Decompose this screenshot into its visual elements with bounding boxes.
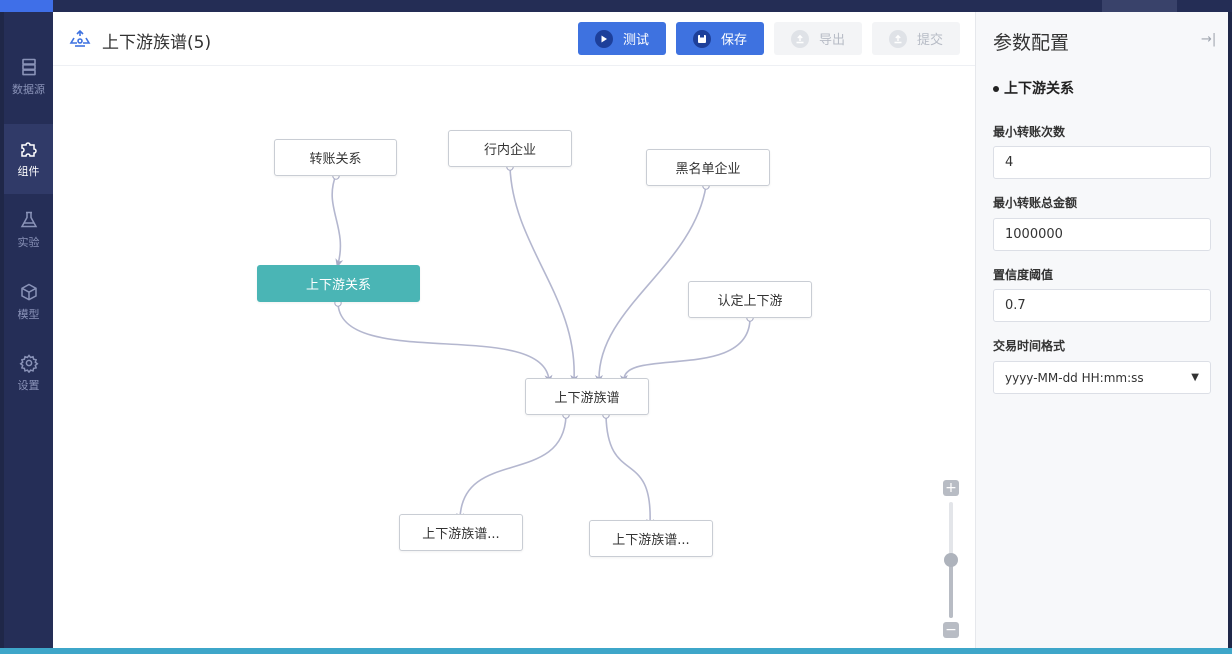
section-title: 上下游关系 [993, 78, 1074, 98]
toolbar: 上下游族谱(5) 测试 保存 导出 提交 [53, 12, 975, 66]
node-label: 黑名单企业 [675, 162, 741, 177]
save-button[interactable]: 保存 [676, 22, 764, 55]
zoom-out-button[interactable]: − [943, 622, 959, 638]
node-label: 上下游族谱... [422, 527, 500, 542]
edge-family-to-out2 [605, 415, 655, 528]
sidebar-item-settings[interactable]: 设置 [4, 338, 53, 408]
collapse-panel-icon[interactable]: →| [1201, 32, 1217, 47]
puzzle-icon [19, 139, 39, 159]
page-title: 上下游族谱(5) [102, 33, 212, 53]
node-updown-relation[interactable]: 上下游关系 [257, 265, 420, 302]
sidebar-item-label: 数据源 [12, 83, 45, 96]
submit-button[interactable]: 提交 [872, 22, 960, 55]
sidebar-item-datasource[interactable]: 数据源 [4, 42, 53, 112]
node-label: 转账关系 [309, 152, 362, 167]
top-bar [0, 0, 1232, 12]
save-icon [692, 29, 711, 48]
node-inbank-enterprise[interactable]: 行内企业 [448, 130, 572, 167]
cube-icon [19, 282, 39, 302]
zoom-level-fill [949, 560, 953, 618]
sidebar-item-label: 组件 [17, 165, 40, 178]
sidebar-item-model[interactable]: 模型 [4, 267, 53, 337]
min-transfer-count-input[interactable]: 4 [993, 146, 1211, 179]
edge-updown-to-family [337, 301, 553, 384]
sidebar-item-label: 实验 [17, 236, 40, 249]
zoom-control: + − [943, 480, 959, 640]
node-label: 上下游族谱... [612, 533, 690, 548]
sidebar-item-experiment[interactable]: 实验 [4, 195, 53, 265]
field-label-confidence: 置信度阈值 [993, 268, 1054, 282]
test-button[interactable]: 测试 [578, 22, 666, 55]
play-icon [594, 29, 613, 48]
confidence-threshold-input[interactable]: 0.7 [993, 289, 1211, 322]
edge-family-to-out1 [456, 415, 567, 522]
flask-icon [19, 210, 39, 230]
submit-button-label: 提交 [916, 33, 943, 48]
properties-panel: 参数配置 →| 上下游关系 最小转账次数 4 最小转账总金额 1000000 置… [975, 12, 1228, 648]
bullet-icon [993, 86, 999, 92]
main-area: 上下游族谱(5) 测试 保存 导出 提交 [53, 12, 975, 648]
node-blacklist-enterprise[interactable]: 黑名单企业 [646, 149, 770, 186]
min-transfer-amount-input[interactable]: 1000000 [993, 218, 1211, 251]
node-label: 上下游族谱 [554, 391, 620, 406]
edge-inbank-to-family [509, 166, 579, 384]
node-output-2[interactable]: 上下游族谱... [589, 520, 713, 557]
bottom-strip [0, 648, 1232, 654]
upload-icon [888, 29, 907, 48]
save-button-label: 保存 [720, 33, 747, 48]
section-title-text: 上下游关系 [1004, 81, 1074, 97]
node-confirm-updown[interactable]: 认定上下游 [688, 281, 812, 318]
panel-title: 参数配置 [993, 32, 1070, 54]
sidebar-item-label: 模型 [17, 308, 40, 321]
edge-confirm-to-family [619, 317, 751, 384]
field-label-min-count: 最小转账次数 [993, 125, 1066, 139]
node-output-1[interactable]: 上下游族谱... [399, 514, 523, 551]
upload-icon [790, 29, 809, 48]
edge-blacklist-to-family [594, 185, 707, 384]
field-label-min-amount: 最小转账总金额 [993, 196, 1078, 210]
caret-down-icon: ▼ [1191, 372, 1199, 383]
export-button[interactable]: 导出 [774, 22, 862, 55]
recycle-icon [69, 29, 91, 51]
sidebar: 数据源 组件 实验 模型 设置 [4, 12, 53, 648]
sidebar-item-label: 设置 [17, 379, 40, 392]
node-label: 上下游关系 [305, 278, 371, 293]
node-transfer-relation[interactable]: 转账关系 [274, 139, 397, 176]
graph-canvas[interactable]: 转账关系 行内企业 黑名单企业 上下游关系 认定上下游 上下游族谱 上下游族谱.… [53, 67, 975, 648]
test-button-label: 测试 [622, 33, 649, 48]
time-format-select[interactable]: yyyy-MM-dd HH:mm:ss ▼ [993, 361, 1211, 394]
time-format-value: yyyy-MM-dd HH:mm:ss [1005, 370, 1144, 385]
database-icon [19, 57, 39, 77]
node-label: 行内企业 [483, 143, 536, 158]
node-label: 认定上下游 [717, 294, 783, 309]
zoom-in-button[interactable]: + [943, 480, 959, 496]
gear-icon [18, 353, 39, 374]
sidebar-item-components[interactable]: 组件 [4, 124, 53, 194]
top-bar-accent [0, 0, 53, 12]
top-bar-segment [1102, 0, 1177, 12]
export-button-label: 导出 [818, 33, 845, 48]
zoom-slider-handle[interactable] [944, 553, 958, 567]
edge-transfer-to-updown [331, 174, 344, 268]
node-updown-family[interactable]: 上下游族谱 [525, 378, 649, 415]
field-label-time-format: 交易时间格式 [993, 339, 1066, 353]
